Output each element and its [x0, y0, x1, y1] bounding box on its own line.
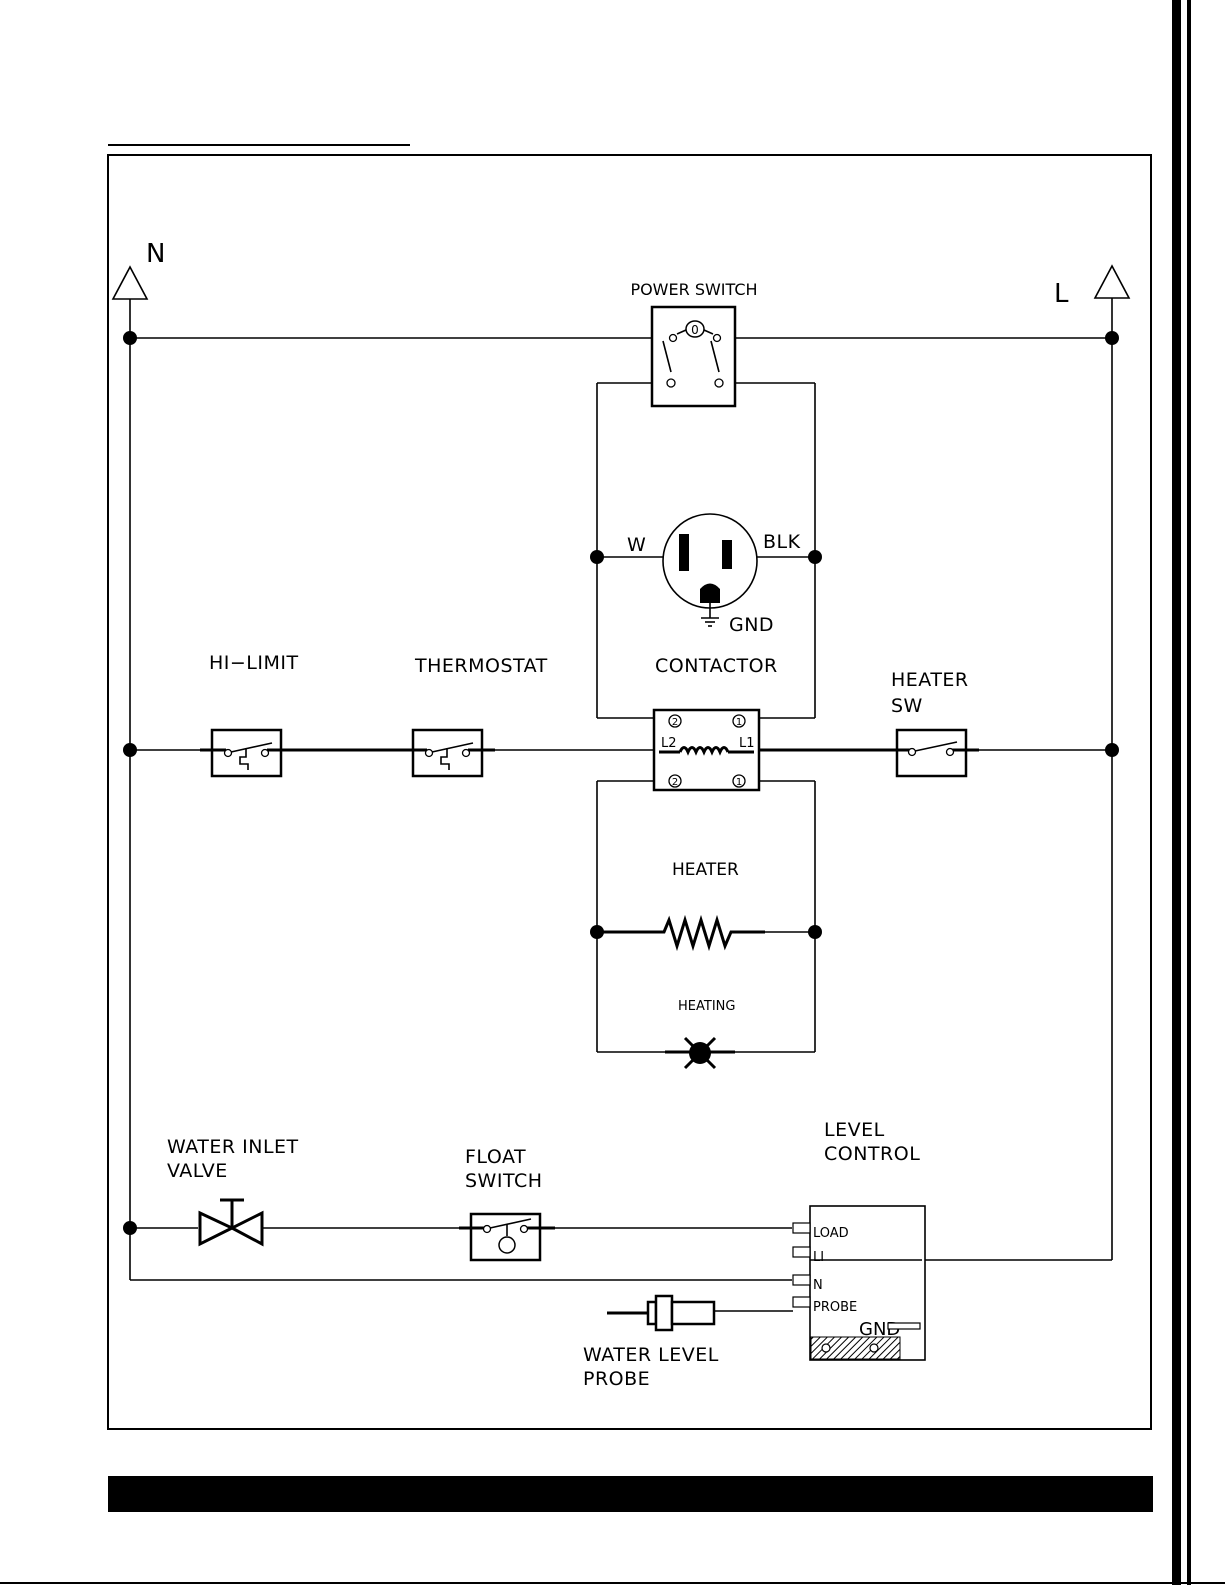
float-switch-float	[499, 1237, 515, 1253]
water-level-probe-label: WATER LEVEL	[583, 1344, 719, 1366]
thermostat: THERMOSTAT	[401, 655, 548, 776]
contactor-coil-left-label: L2	[661, 736, 677, 751]
neutral-terminal: N	[113, 239, 165, 299]
heater-switch-label: HEATER	[891, 669, 969, 691]
water-inlet-valve-label: VALVE	[167, 1160, 228, 1182]
diagram-frame	[108, 155, 1151, 1429]
page-edge-bar-1	[1172, 0, 1181, 1585]
level-control-terminal-label: N	[813, 1278, 823, 1293]
junction-dot	[590, 550, 604, 564]
probe-body	[656, 1296, 672, 1330]
water-level-probe: WATER LEVEL PROBE	[583, 1296, 793, 1390]
receptacle-slot-neutral	[679, 534, 689, 571]
level-control-label: LEVEL	[824, 1119, 885, 1141]
water-inlet-valve: WATER INLET VALVE	[130, 1136, 462, 1244]
heater-switch: HEATER SW	[885, 669, 979, 776]
junction-dot	[590, 925, 604, 939]
float-switch-contact	[521, 1226, 528, 1233]
level-control-terminal	[793, 1247, 810, 1257]
contactor-terminal-2-label: 2	[672, 717, 678, 728]
thermostat-contact	[463, 750, 470, 757]
junction-dot	[1105, 331, 1119, 345]
hi-limit-label: HI−LIMIT	[209, 652, 299, 674]
line-terminal: L	[1054, 266, 1129, 309]
heater-switch-contact	[947, 749, 954, 756]
bus-wires	[130, 298, 1112, 1280]
water-level-probe-label: PROBE	[583, 1368, 650, 1390]
level-control-terminal	[793, 1297, 810, 1307]
water-inlet-valve-label: WATER INLET	[167, 1136, 299, 1158]
hi-limit-contact	[225, 750, 232, 757]
line-terminal-symbol	[1095, 266, 1129, 298]
receptacle-ground-label: GND	[729, 614, 774, 636]
level-control-terminal	[793, 1223, 810, 1233]
footer-bar	[108, 1476, 1153, 1512]
power-switch-contact	[714, 335, 721, 342]
heating-lamp-label: HEATING	[678, 999, 735, 1014]
receptacle-white-label: W	[627, 534, 646, 556]
heating-lamp: HEATING	[665, 999, 735, 1068]
float-switch: FLOAT SWITCH	[459, 1146, 792, 1260]
level-control: LOAD LI N PROBE GND LEVEL CONTROL	[793, 1119, 925, 1360]
hi-limit: HI−LIMIT	[200, 652, 299, 776]
neutral-terminal-symbol	[113, 267, 147, 299]
level-control-label: CONTROL	[824, 1143, 920, 1165]
page-edge-bar-2	[1187, 0, 1191, 1585]
float-switch-contact	[484, 1226, 491, 1233]
level-control-terminal	[793, 1275, 810, 1285]
contactor-terminal-2-label: 2	[672, 777, 678, 788]
receptacle-black-label: BLK	[763, 531, 801, 553]
junction-dot	[123, 743, 137, 757]
level-control-mounting-hole	[870, 1344, 878, 1352]
junction-dot	[808, 925, 822, 939]
probe-housing	[672, 1302, 714, 1324]
junction-dot	[808, 550, 822, 564]
heater-label: HEATER	[672, 860, 739, 880]
junction-dots	[123, 331, 1119, 1235]
heater-switch-label: SW	[891, 695, 923, 717]
heater-resistor	[640, 920, 765, 946]
power-switch-label: POWER SWITCH	[630, 280, 757, 299]
receptacle-ground-pin	[700, 584, 720, 604]
thermostat-contact	[426, 750, 433, 757]
line-label: L	[1054, 279, 1069, 309]
level-control-ground-tab	[888, 1323, 920, 1329]
contactor-terminal-1-label: 1	[736, 777, 742, 788]
hi-limit-contact	[262, 750, 269, 757]
contactor-terminal-1-label: 1	[736, 717, 742, 728]
valve-body-right	[232, 1213, 262, 1244]
heater-switch-box	[897, 730, 966, 776]
power-switch-terminal	[667, 379, 675, 387]
heater: HEATER	[597, 860, 815, 946]
level-control-terminal-label: LOAD	[813, 1226, 849, 1241]
junction-dot	[123, 1221, 137, 1235]
thermostat-label: THERMOSTAT	[414, 655, 548, 677]
level-control-mounting-hole	[822, 1344, 830, 1352]
neutral-label: N	[146, 239, 165, 269]
float-switch-label: SWITCH	[465, 1170, 543, 1192]
receptacle: W BLK GND	[597, 514, 815, 636]
power-switch-contact	[670, 335, 677, 342]
level-control-terminal-label: LI	[813, 1250, 824, 1265]
valve-body-left	[200, 1213, 232, 1244]
junction-dot	[1105, 743, 1119, 757]
receptacle-slot-hot	[722, 540, 732, 569]
heater-switch-contact	[909, 749, 916, 756]
junction-dot	[123, 331, 137, 345]
float-switch-label: FLOAT	[465, 1146, 526, 1168]
level-control-terminal-label: PROBE	[813, 1300, 857, 1315]
contactor-label: CONTACTOR	[655, 655, 778, 677]
contactor: 2 1 2 1 L2 L1 CONTACTOR	[597, 655, 815, 790]
power-switch: 0 POWER SWITCH	[630, 280, 757, 406]
power-switch-position-mark: 0	[691, 323, 699, 337]
contactor-coil-right-label: L1	[739, 736, 755, 751]
power-switch-terminal	[715, 379, 723, 387]
